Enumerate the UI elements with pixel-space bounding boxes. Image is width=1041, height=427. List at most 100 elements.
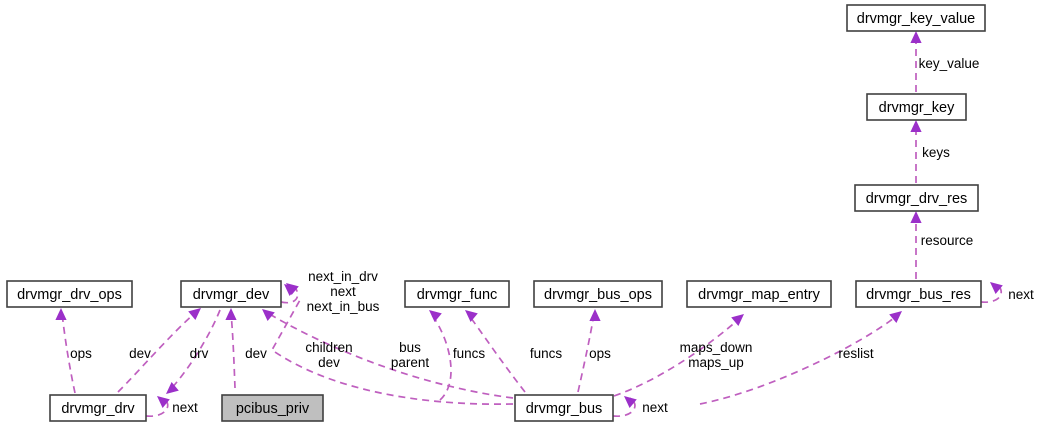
edge-line [980, 283, 1003, 303]
node-box[interactable] [221, 394, 324, 422]
edge-e-ops: ops [55, 308, 92, 394]
node-label: drvmgr_bus [526, 401, 603, 417]
node-drvmgr_bus_ops[interactable]: drvmgr_bus_ops [533, 280, 663, 308]
edge-label: keys [922, 145, 950, 160]
node-drvmgr_key_value[interactable]: drvmgr_key_value [846, 4, 986, 32]
node-drvmgr_drv_res[interactable]: drvmgr_drv_res [854, 184, 979, 212]
node-label: drvmgr_bus_ops [544, 287, 652, 303]
edge-e-funcs-drv: funcs [429, 310, 486, 401]
edge-label: key_value [919, 56, 980, 71]
node-label: drvmgr_bus_res [866, 287, 971, 303]
edge-label: dev [245, 346, 267, 361]
edge-arrowhead [465, 310, 478, 323]
edge-e-next-drv: next [145, 396, 198, 417]
node-drvmgr_dev[interactable]: drvmgr_dev [180, 280, 282, 308]
edge-arrowhead [589, 309, 601, 321]
node-box[interactable] [533, 280, 663, 308]
edge-e-resource: resource [910, 211, 973, 279]
edge-line [61, 312, 76, 394]
edge-e-drv: drv [166, 309, 221, 394]
edge-arrowhead [624, 396, 637, 409]
edge-line [612, 397, 636, 417]
node-box[interactable] [404, 280, 510, 308]
edge-label: resource [921, 233, 974, 248]
edge-arrowhead [262, 309, 275, 322]
edge-arrowhead [225, 308, 237, 320]
edge-arrowhead [990, 282, 1003, 295]
edge-arrowhead [188, 308, 201, 321]
node-label: drvmgr_func [417, 287, 498, 303]
edge-line [699, 314, 899, 405]
edge-label: next [172, 400, 198, 415]
edge-arrowhead [731, 314, 744, 327]
edge-e-funcs-bus: funcs [465, 310, 563, 393]
node-drvmgr_drv_ops[interactable]: drvmgr_drv_ops [6, 280, 133, 308]
edge-label: dev [129, 346, 151, 361]
edge-label: reslist [838, 346, 874, 361]
node-box[interactable] [854, 184, 979, 212]
edge-label: next [1008, 287, 1034, 302]
node-pcibus_priv[interactable]: pcibus_priv [221, 394, 324, 422]
edge-arrowhead [157, 396, 170, 409]
node-box[interactable] [49, 394, 147, 422]
edge-label: funcs [453, 346, 486, 361]
node-label: drvmgr_map_entry [698, 287, 820, 303]
node-label: drvmgr_dev [193, 287, 270, 303]
edge-e-keyvalue: key_value [910, 31, 979, 92]
node-drvmgr_bus_res[interactable]: drvmgr_bus_res [855, 280, 982, 308]
edge-line [117, 311, 197, 393]
node-box[interactable] [866, 93, 967, 121]
edge-arrowhead [910, 31, 922, 43]
edge-arrowhead [284, 284, 297, 297]
nodes-layer: drvmgr_key_value drvmgr_key drvmgr_drv_res… [6, 4, 986, 422]
edge-arrowhead [889, 311, 902, 324]
edge-arrowhead [429, 310, 442, 323]
edge-line [431, 314, 452, 401]
node-box[interactable] [686, 280, 832, 308]
node-drvmgr_key[interactable]: drvmgr_key [866, 93, 967, 121]
edge-arrowhead [166, 381, 179, 394]
node-drvmgr_bus[interactable]: drvmgr_bus [514, 394, 614, 422]
node-label: drvmgr_drv_ops [17, 287, 122, 303]
node-box[interactable] [514, 394, 614, 422]
node-box[interactable] [855, 280, 982, 308]
node-label: drvmgr_drv [61, 401, 135, 417]
edge-line [230, 312, 236, 389]
edge-label: ops [70, 346, 92, 361]
node-label: drvmgr_key [879, 100, 955, 116]
edge-label: funcs [530, 346, 563, 361]
node-drvmgr_drv[interactable]: drvmgr_drv [49, 394, 147, 422]
node-label: drvmgr_drv_res [866, 191, 968, 207]
node-drvmgr_func[interactable]: drvmgr_func [404, 280, 510, 308]
edge-arrowhead [910, 120, 922, 132]
edge-label: next [642, 400, 668, 415]
edge-arrowhead [55, 308, 67, 320]
edge-e-next-busres: next [980, 282, 1034, 303]
edge-e-reslist: reslist [699, 311, 902, 405]
node-box[interactable] [6, 280, 133, 308]
node-label: pcibus_priv [236, 401, 310, 417]
edge-line [613, 317, 741, 397]
edge-line [169, 309, 221, 391]
edge-line [265, 311, 514, 399]
node-drvmgr_map_entry[interactable]: drvmgr_map_entry [686, 280, 832, 308]
node-box[interactable] [180, 280, 282, 308]
edge-e-dev-drv: dev [117, 308, 201, 393]
edge-e-next-bus: next [612, 396, 668, 417]
edge-label: drv [190, 346, 209, 361]
edge-e-keys: keys [910, 120, 950, 183]
edge-e-dev-bus: dev [225, 308, 267, 389]
node-label: drvmgr_key_value [857, 11, 975, 27]
edge-line [270, 299, 514, 406]
node-box[interactable] [846, 4, 986, 32]
